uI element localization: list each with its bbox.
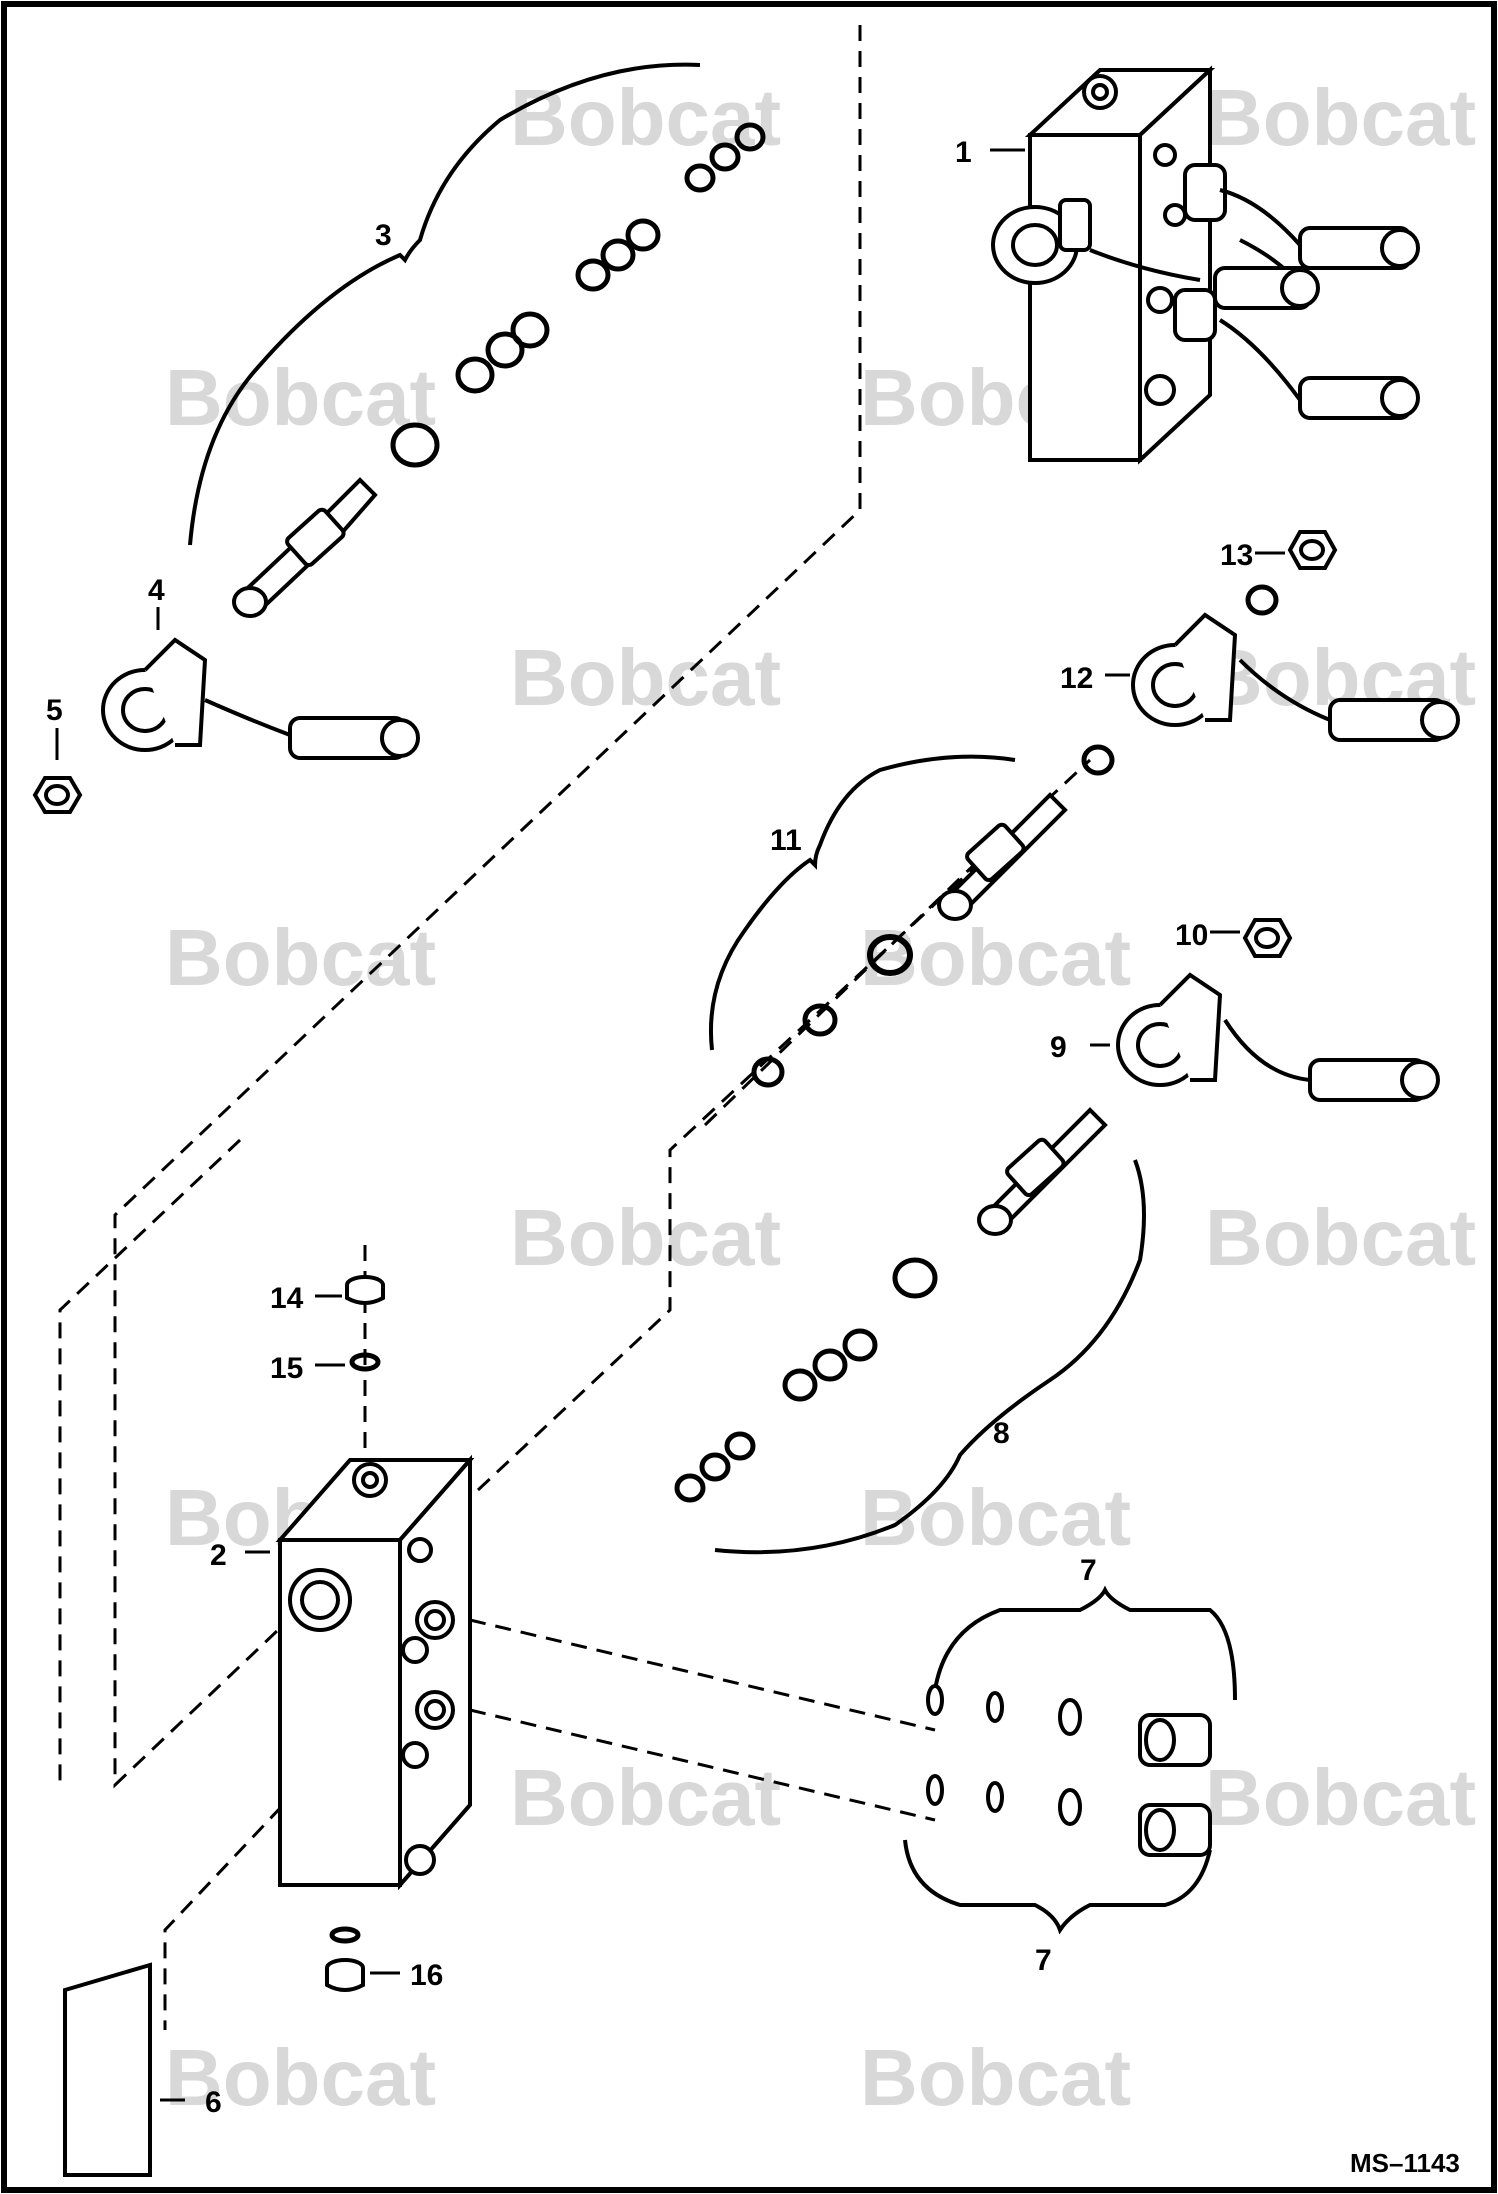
valve-block-assembly-1 [991,65,1420,465]
callout-6: 6 [205,2086,222,2119]
leader-lines [55,148,1285,2102]
callout-3: 3 [375,219,392,252]
watermark: Bobcat [510,73,781,162]
seal-kit-8 [674,1159,1146,1555]
solenoid-coil-12 [1081,584,1460,776]
callout-2: 2 [210,1539,227,1572]
watermark: Bobcat [860,1473,1131,1562]
callout-9: 9 [1050,1031,1067,1064]
callout-5: 5 [46,694,63,727]
callouts: 1 2 3 4 5 6 7 7 8 9 10 11 12 13 14 15 16 [46,136,1253,2119]
watermark: Bobcat [860,2033,1131,2122]
watermark: Bobcat [165,913,436,1002]
callout-7-lower: 7 [1035,1944,1052,1977]
watermark: Bobcat [1205,73,1476,162]
drawing-number: MS–1143 [1350,2148,1460,2178]
callout-15: 15 [270,1352,303,1385]
watermark: Bobcat [165,2033,436,2122]
cartridge-kit-11 [708,754,1068,1088]
watermark: Bobcat [510,1753,781,1842]
watermark: Bobcat [860,913,1131,1002]
watermark: Bobcat [510,1193,781,1282]
callout-7-upper: 7 [1080,1554,1097,1587]
watermark: Bobcat [1205,1193,1476,1282]
plug-14 [345,1275,385,1305]
seal-kit-3 [188,62,766,546]
callout-8: 8 [993,1417,1010,1450]
solenoid-cartridge-9 [977,1107,1108,1236]
watermark: Bobcat [1205,1753,1476,1842]
nut-10 [1242,918,1293,958]
callout-12: 12 [1060,662,1093,695]
valve-block-2 [275,1454,475,1891]
label-decal-6 [63,1962,152,2177]
plug-set-7-upper [926,1585,1237,1767]
callout-13: 13 [1220,539,1253,572]
watermark: Bobcat [165,353,436,442]
callout-1: 1 [955,136,972,169]
solenoid-coil-9 [1116,972,1440,1102]
callout-14: 14 [270,1282,304,1315]
solenoid-valve-4 [101,477,420,760]
plug-set-7-lower [903,1774,1212,1935]
callout-11: 11 [770,824,802,857]
nut-13 [1287,530,1338,570]
plug-16 [325,1926,365,1992]
watermark: Bobcat [510,633,781,722]
o-ring-15 [349,1352,381,1372]
callout-4: 4 [148,574,165,607]
nut-5 [32,776,83,814]
callout-10: 10 [1175,919,1208,952]
callout-16: 16 [410,1959,443,1992]
